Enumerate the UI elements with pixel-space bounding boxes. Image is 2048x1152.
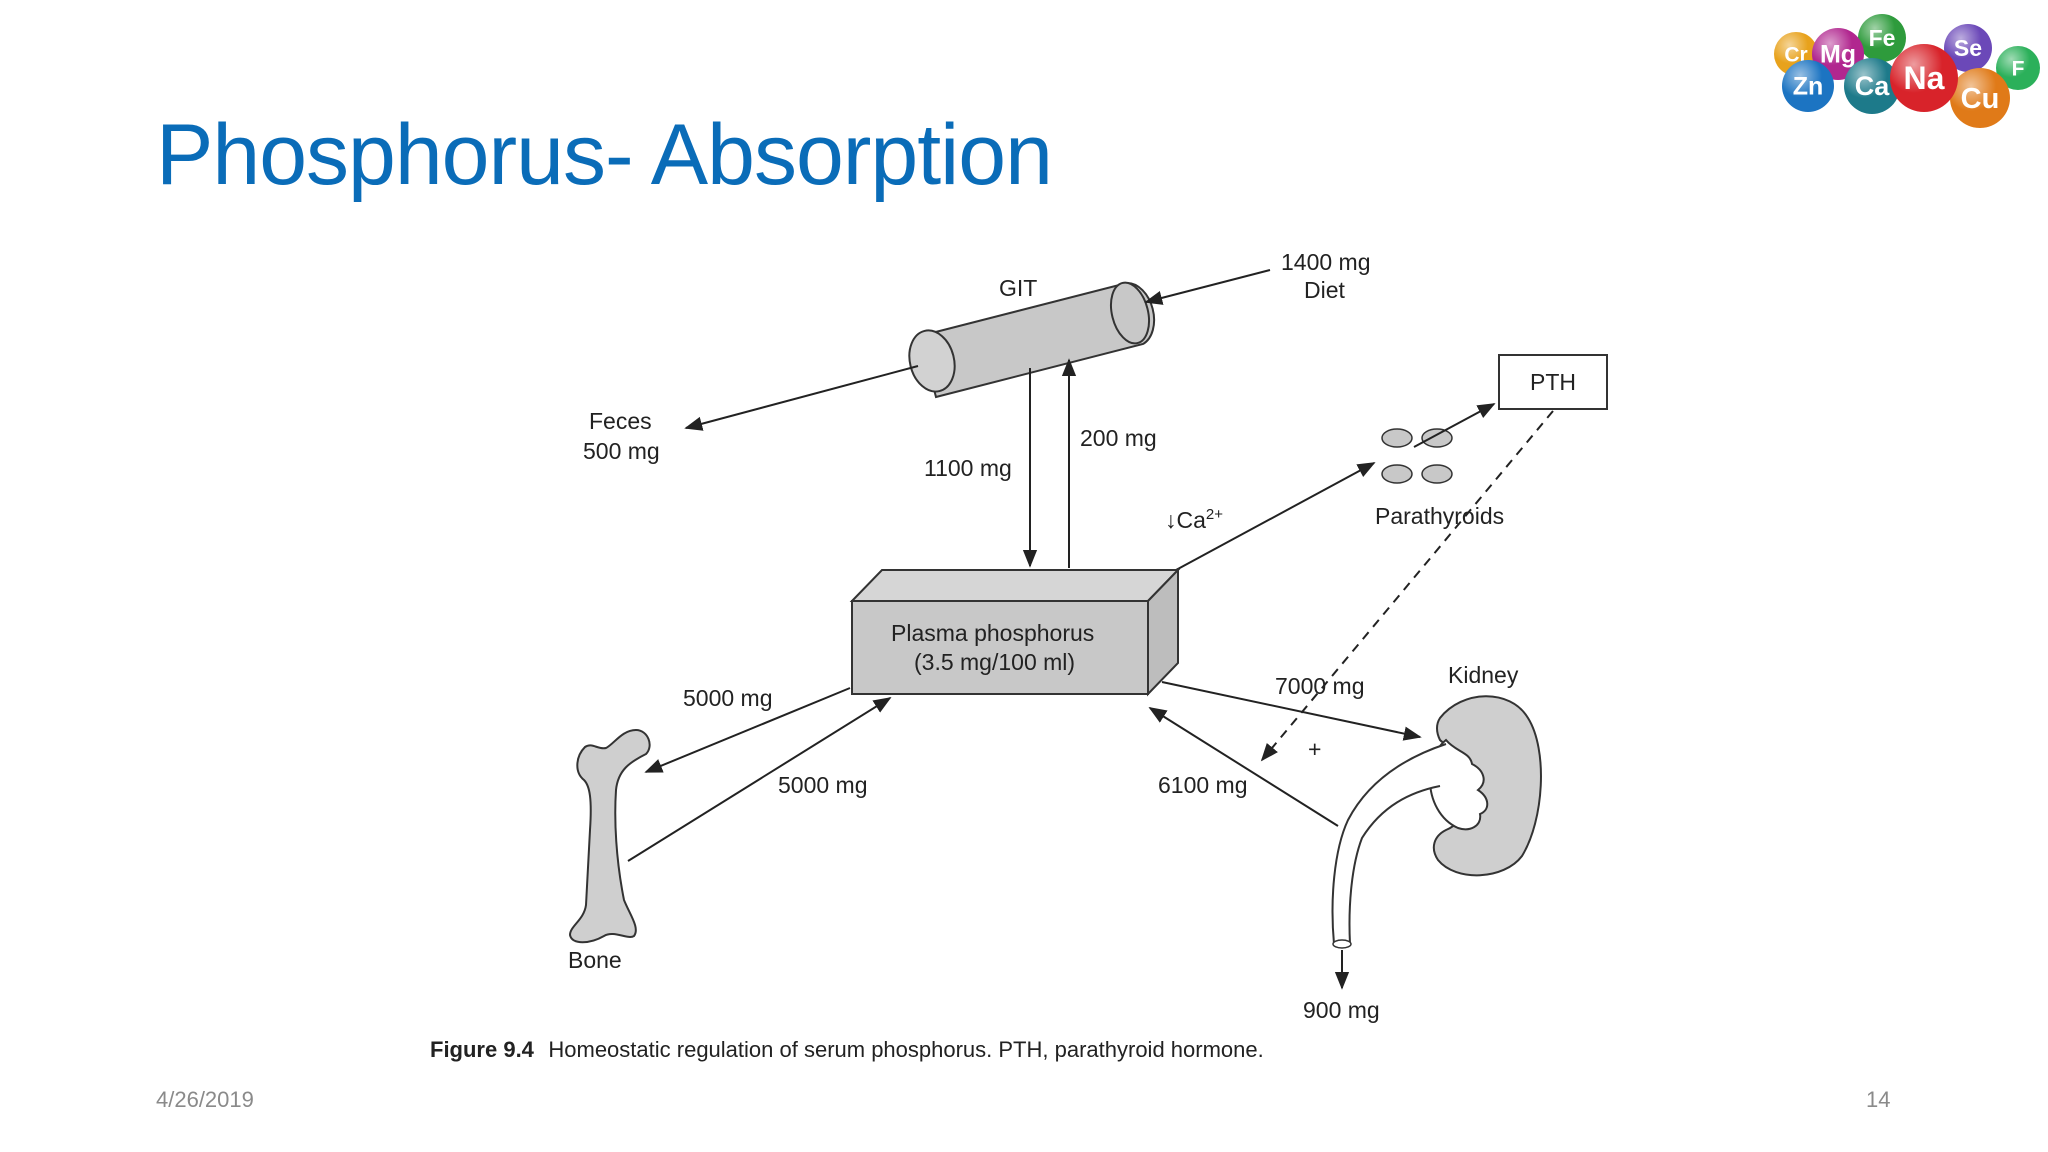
plasma-to-kidney-amount: 7000 mg [1275, 673, 1365, 699]
element-sphere-ca: Ca [1844, 58, 1900, 114]
element-symbol: Se [1954, 35, 1982, 61]
feces-arrow [684, 365, 919, 431]
feces-label: Feces [589, 408, 652, 434]
plasma-label-line2: (3.5 mg/100 ml) [914, 649, 1075, 675]
plasma-label-line1: Plasma phosphorus [891, 620, 1094, 646]
element-sphere-mg: Mg [1812, 28, 1864, 80]
element-sphere-fe: Fe [1858, 14, 1906, 62]
element-symbol: Fe [1869, 25, 1896, 51]
element-sphere-se: Se [1944, 24, 1992, 72]
bone-label: Bone [568, 947, 622, 973]
bone-to-plasma-amount: 5000 mg [778, 772, 868, 798]
diet-arrow [1144, 269, 1271, 305]
element-sphere-na: Na [1890, 44, 1958, 112]
kidney-to-plasma-amount: 6100 mg [1158, 772, 1248, 798]
diet-label: Diet [1304, 277, 1346, 303]
pth-label: PTH [1530, 369, 1576, 395]
slide-date: 4/26/2019 [156, 1087, 254, 1112]
bone-shape [568, 728, 651, 944]
parathyroid-to-pth-arrow [1413, 403, 1496, 448]
pth-to-kidney-arrow [1260, 410, 1554, 762]
calcium-label: ↓Ca2+ [1165, 506, 1223, 533]
element-symbol: Zn [1793, 73, 1824, 101]
urine-amount: 900 mg [1303, 997, 1380, 1023]
git-cylinder [908, 281, 1156, 399]
diet-amount: 1400 mg [1281, 249, 1371, 275]
element-symbol: Na [1904, 60, 1945, 96]
element-symbol: Ca [1855, 71, 1890, 101]
plasma-box [849, 567, 1181, 697]
pth-effect-sign: + [1308, 736, 1321, 762]
plasma-to-bone-amount: 5000 mg [683, 685, 773, 711]
element-sphere-cr: Cr [1774, 32, 1818, 76]
kidney-shape [1331, 695, 1542, 949]
git-label: GIT [999, 275, 1037, 301]
bone-to-plasma-arrow [627, 697, 892, 862]
plasma-to-kidney-arrow [1161, 681, 1422, 741]
figure-caption: Figure 9.4 Homeostatic regulation of ser… [430, 1037, 1264, 1062]
plasma-to-bone-arrow [644, 687, 851, 773]
plasma-to-parathyroid-arrow [1175, 462, 1376, 571]
plasma-to-git-amount: 200 mg [1080, 425, 1157, 451]
kidney-label: Kidney [1448, 662, 1519, 688]
element-sphere-zn: Zn [1782, 60, 1834, 112]
element-symbol: Cr [1784, 43, 1807, 66]
element-sphere-f: F [1996, 46, 2040, 90]
pth-box [1498, 354, 1608, 410]
kidney-to-plasma-arrow [1148, 707, 1339, 827]
git-to-plasma-amount: 1100 mg [924, 455, 1012, 481]
slide-title: Phosphorus- Absorption [156, 107, 1053, 203]
element-symbol: Mg [1820, 41, 1856, 69]
parathyroid-glands [1381, 428, 1453, 484]
element-symbol: Cu [1961, 83, 2000, 115]
parathyroids-label: Parathyroids [1375, 503, 1504, 529]
element-sphere-cu: Cu [1950, 68, 2010, 128]
element-symbol: F [2012, 57, 2025, 80]
feces-amount: 500 mg [583, 438, 660, 464]
slide-page-number: 14 [1866, 1087, 1891, 1112]
